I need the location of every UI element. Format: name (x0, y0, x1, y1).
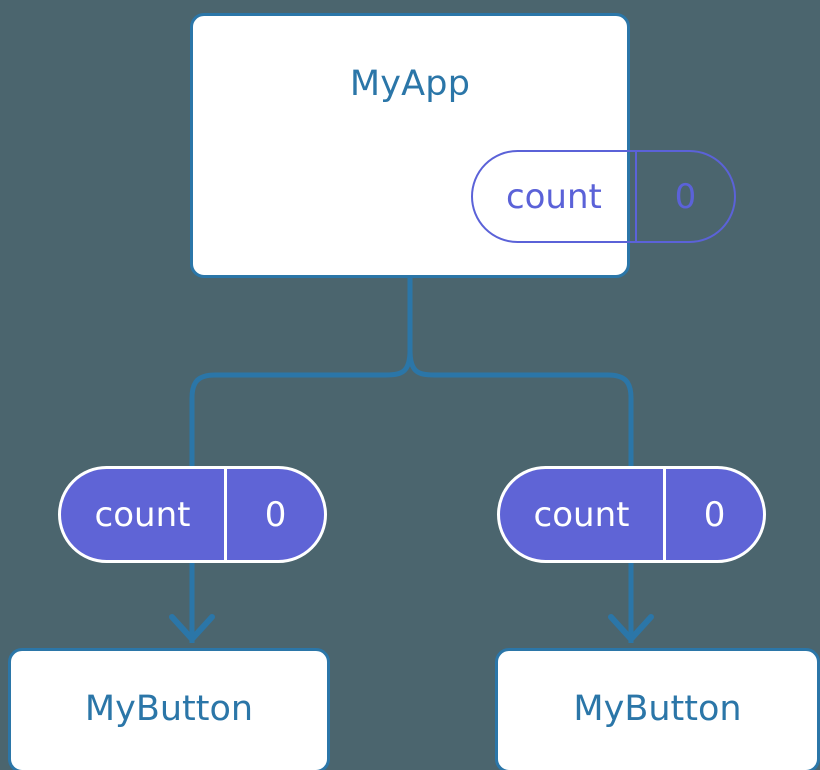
state-pill-left-child[interactable]: count 0 (58, 466, 327, 563)
state-key: count (94, 494, 191, 535)
component-title: MyButton (84, 689, 254, 729)
arrowhead-right-icon (608, 614, 654, 642)
state-pill-root[interactable]: count 0 (471, 150, 736, 243)
component-node-mybutton-right[interactable]: MyButton (495, 648, 820, 770)
state-key: count (533, 494, 630, 535)
component-title: MyButton (573, 689, 742, 729)
edge-root-to-right-state (407, 349, 634, 466)
state-value: 0 (663, 469, 763, 560)
state-key: count (505, 176, 602, 217)
component-node-myapp[interactable]: MyApp count 0 (190, 13, 736, 278)
state-pill-right-child[interactable]: count 0 (497, 466, 766, 563)
edge-root-to-left-state (189, 349, 413, 466)
state-value: 0 (224, 469, 324, 560)
component-title: MyApp (349, 64, 471, 104)
component-node-mybutton-left[interactable]: MyButton (8, 648, 330, 770)
arrowhead-left-icon (169, 614, 215, 642)
state-value: 0 (634, 152, 734, 241)
